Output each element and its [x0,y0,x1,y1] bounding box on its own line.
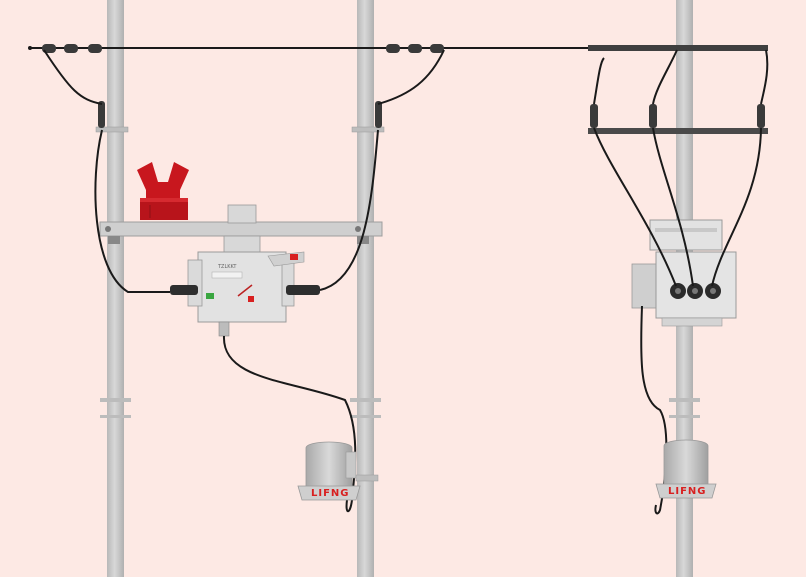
overhead-line [28,46,590,50]
strain-insulator-middle [386,44,444,53]
controller-left-brand: LIFNG [311,488,350,499]
controller-left: LIFNG [297,441,379,501]
wiring [43,49,769,515]
breaker-bushing-left [170,285,198,295]
voltage-transformer [137,162,189,220]
controller-right-brand: LIFNG [668,486,707,497]
suspension-insulators-right [590,104,765,128]
crossarm-right-lower [588,128,768,134]
breaker-bushing-right [286,285,320,295]
pole-left [100,0,131,577]
breaker-nameplate: TZLKKT [217,264,237,270]
pin-insulator-left [95,101,129,133]
vacuum-circuit-breaker: TZLKKT [187,204,305,337]
pole-middle [350,0,381,577]
controller-right: LIFNG [655,439,717,499]
pin-insulator-middle [351,101,385,133]
strain-insulator-left [42,44,102,53]
load-break-switch [631,219,737,327]
crossarm-right-top [588,45,768,51]
